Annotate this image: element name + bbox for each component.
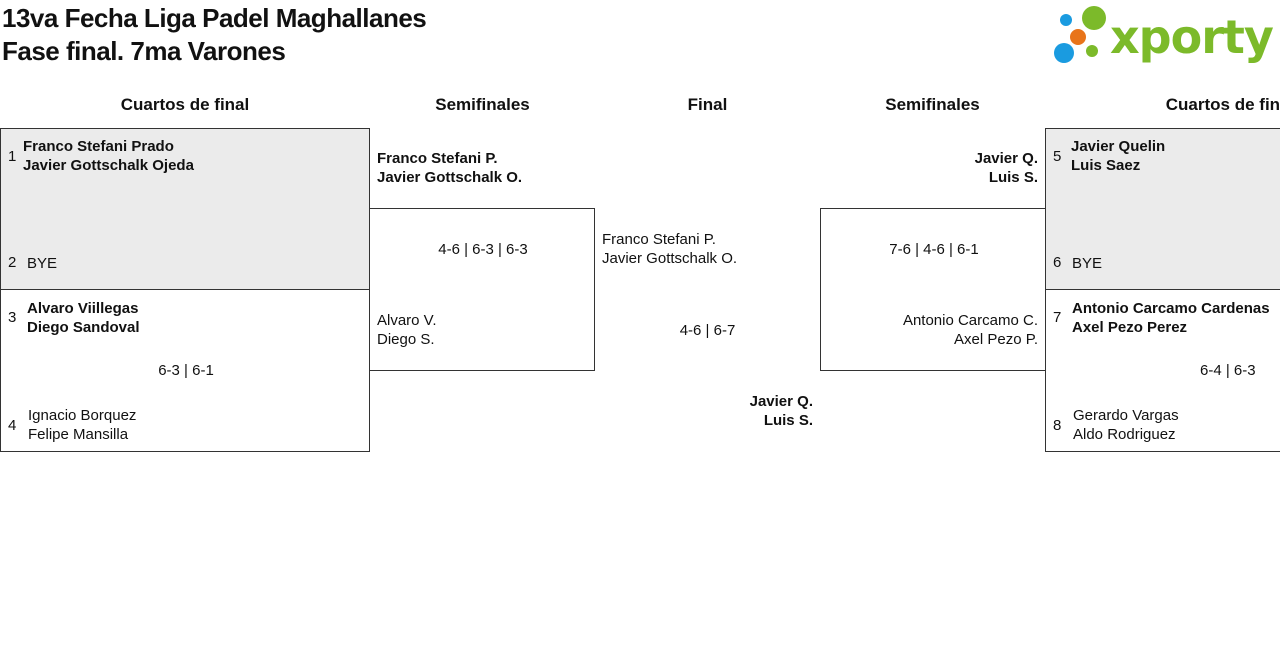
round-header-right-quarters: Cuartos de final	[1165, 95, 1280, 114]
right-quarter-match-2[interactable]: 7 Antonio Carcamo Cardenas Axel Pezo Per…	[1045, 289, 1280, 452]
team-player: Axel Pezo P.	[954, 331, 1038, 348]
round-header-left-semis: Semifinales	[435, 95, 530, 114]
left-quarter-match-1[interactable]: 1 Franco Stefani Prado Javier Gottschalk…	[0, 128, 370, 290]
team-player: Franco Stefani Prado	[23, 138, 174, 155]
logo-wordmark: xporty	[1110, 10, 1274, 64]
final-winner-player: Javier Q.	[749, 393, 813, 410]
round-header-left-quarters: Cuartos de final	[120, 95, 250, 114]
match-score: 4-6 | 6-3 | 6-3	[438, 241, 528, 258]
team-player: Alvaro V.	[377, 312, 437, 329]
seed-number: 4	[8, 417, 17, 434]
team-player: Luis Saez	[1071, 157, 1141, 174]
team-player: Axel Pezo Perez	[1072, 319, 1188, 336]
round-header-final: Final	[687, 95, 728, 114]
right-semi-match[interactable]: 7-6 | 4-6 | 6-1 Antonio Carcamo C. Axel …	[820, 208, 1046, 371]
team-player: Diego S.	[377, 331, 435, 348]
seed-number: 8	[1053, 417, 1062, 434]
team-player: Ignacio Borquez	[28, 407, 137, 424]
team-player: Antonio Carcamo Cardenas	[1072, 300, 1270, 317]
left-quarter-match-2[interactable]: 3 Alvaro Viillegas Diego Sandoval 6-3 | …	[0, 289, 370, 452]
seed-number: 2	[8, 254, 17, 271]
final-score: 4-6 | 6-7	[679, 322, 736, 339]
match-score: 6-4 | 6-3	[1200, 362, 1256, 379]
xporty-logo[interactable]: xporty	[1052, 5, 1274, 67]
team-player: Antonio Carcamo C.	[902, 312, 1038, 329]
seed-number: 1	[8, 148, 17, 165]
left-semi-top-player: Franco Stefani P.	[377, 150, 498, 167]
team-player: Gerardo Vargas	[1073, 407, 1179, 424]
team-player: Javier Gottschalk Ojeda	[23, 157, 194, 174]
round-header-right-semis: Semifinales	[885, 95, 980, 114]
team-player: Alvaro Viillegas	[27, 300, 139, 317]
right-semi-top-player: Luis S.	[988, 169, 1038, 186]
team-player: BYE	[27, 255, 58, 272]
final-winner-player: Luis S.	[763, 412, 813, 429]
seed-number: 3	[8, 309, 17, 326]
team-player: BYE	[1072, 255, 1103, 272]
left-semi-match[interactable]: 4-6 | 6-3 | 6-3 Alvaro V. Diego S.	[369, 208, 595, 371]
team-player: Javier Quelin	[1071, 138, 1166, 155]
final-top-player: Javier Gottschalk O.	[602, 250, 738, 267]
page-title: 13va Fecha Liga Padel Maghallanes	[2, 3, 427, 33]
seed-number: 5	[1053, 148, 1062, 165]
seed-number: 6	[1053, 254, 1062, 271]
team-player: Felipe Mansilla	[28, 426, 129, 443]
match-score: 7-6 | 4-6 | 6-1	[889, 241, 979, 258]
page-subtitle: Fase final. 7ma Varones	[2, 36, 286, 66]
seed-number: 7	[1053, 309, 1062, 326]
right-quarter-match-1[interactable]: 5 Javier Quelin Luis Saez 6 BYE	[1045, 128, 1280, 290]
left-semi-top-player: Javier Gottschalk O.	[377, 169, 523, 186]
final-top-player: Franco Stefani P.	[602, 231, 716, 248]
match-score: 6-3 | 6-1	[158, 362, 214, 379]
right-semi-top-player: Javier Q.	[974, 150, 1038, 167]
team-player: Diego Sandoval	[27, 319, 140, 336]
team-player: Aldo Rodriguez	[1073, 426, 1176, 443]
